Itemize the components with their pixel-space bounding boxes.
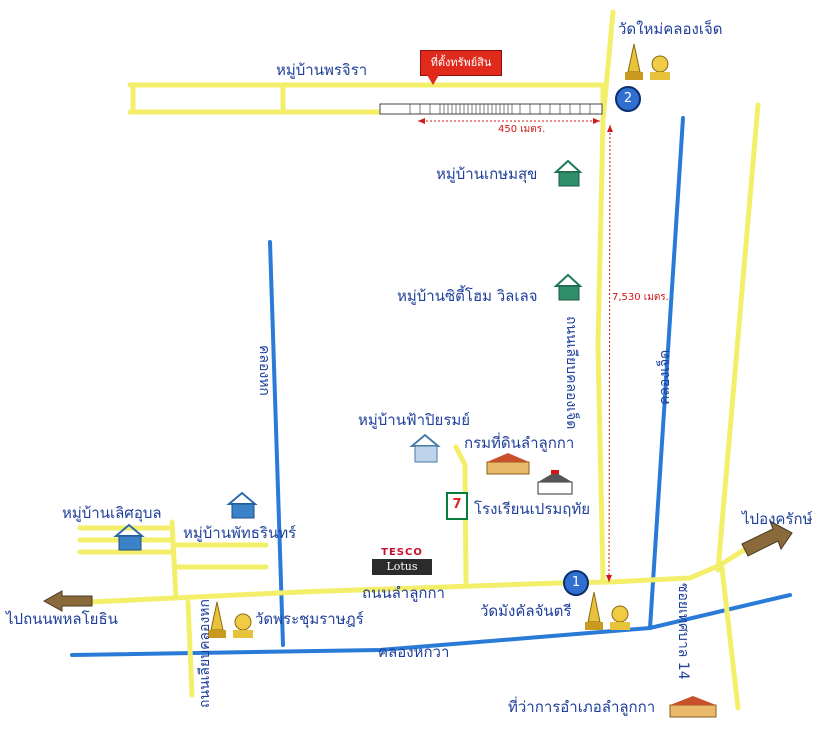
liap-khlong7-road: [595, 9, 616, 583]
lert-ubon-label: หมู่บ้านเลิศอุบล: [62, 504, 162, 522]
property-callout: ที่ตั้งทรัพย์สิน: [420, 50, 502, 85]
distance-short-label: 450 เมตร.: [498, 124, 546, 135]
house-icon: [553, 273, 583, 301]
liap-khlong7-label: ถนนเลียบคลองเจ็ด: [563, 316, 579, 430]
school-label: โรงเรียนเปรมฤทัย: [474, 500, 591, 518]
fah-piyarom-road: [453, 444, 469, 585]
house-icon: [553, 159, 583, 187]
wat-mangkhal-label: วัดมังคัลจันตรี: [480, 602, 572, 620]
seven-eleven-store: 7: [446, 492, 468, 520]
khlong-chet-label: คลองเจ็ด: [657, 349, 673, 405]
tesco-logo: TESCO: [381, 547, 423, 558]
wat-phrachum-label: วัดพระชุมราษฎร์: [255, 610, 364, 628]
liap-khlong-hok-road: [185, 599, 195, 698]
temple-icon: [585, 591, 630, 630]
lamlukka-road: [87, 537, 763, 605]
lamlukka-road-label: ถนนลำลูกกา: [362, 584, 445, 602]
fah-piyarom-label: หมู่บ้านฟ้าปิยรมย์: [358, 411, 471, 429]
property-plots: [379, 103, 603, 115]
east-road: [715, 102, 761, 573]
marker-1: 1: [563, 570, 589, 596]
temple-icon: [625, 43, 670, 80]
house-icon: [409, 433, 441, 463]
khlong-hok-wa-label: คลองหกวา: [378, 643, 450, 661]
temple-icon: [208, 601, 253, 638]
district-office-label: ที่ว่าการอำเภอลำลูกกา: [508, 698, 656, 716]
wat-mai-label: วัดใหม่คลองเจ็ด: [618, 20, 723, 38]
city-home-label: หมู่บ้านซิตี้โฮม วิลเลจ: [397, 287, 538, 305]
khlong-hok-label: คลองหก: [256, 345, 272, 396]
school-icon: [537, 470, 573, 495]
pornjira-label: หมู่บ้านพรจิรา: [276, 61, 368, 79]
khlong-hok-wa-canal: [70, 593, 792, 657]
khlong-hok-canal: [268, 240, 285, 647]
arrow-icon: [42, 590, 93, 612]
arrow-icon: [741, 519, 793, 557]
tesco-lotus-store: TESCO Lotus: [372, 547, 432, 575]
liap-khlong-hok-label: ถนนเลียบคลองหก: [197, 599, 213, 708]
pattarin-label: หมู่บ้านพัทธรินทร์: [183, 524, 297, 542]
marker-2: 2: [615, 86, 641, 112]
lotus-logo: Lotus: [372, 559, 432, 575]
distance-long-label: 7,530 เมตร.: [612, 292, 669, 303]
government-building-icon: [669, 696, 717, 718]
government-building-icon: [486, 453, 530, 475]
soi-thesaban14-label: ซอยเทศบาล 14: [675, 583, 691, 680]
to-phahonyothin-label: ไปถนนพหลโยธิน: [6, 610, 118, 628]
distance-7530-line: [608, 124, 611, 583]
to-ongkharak-label: ไปองครักษ์: [742, 510, 813, 528]
kasemsuk-label: หมู่บ้านเกษมสุข: [436, 165, 538, 183]
house-icon: [113, 523, 145, 551]
soi-thesaban14-road: [719, 565, 741, 711]
land-dept-label: กรมที่ดินลำลูกกา: [464, 434, 575, 452]
khlong-chet-canal: [648, 116, 685, 630]
house-icon: [226, 491, 258, 519]
